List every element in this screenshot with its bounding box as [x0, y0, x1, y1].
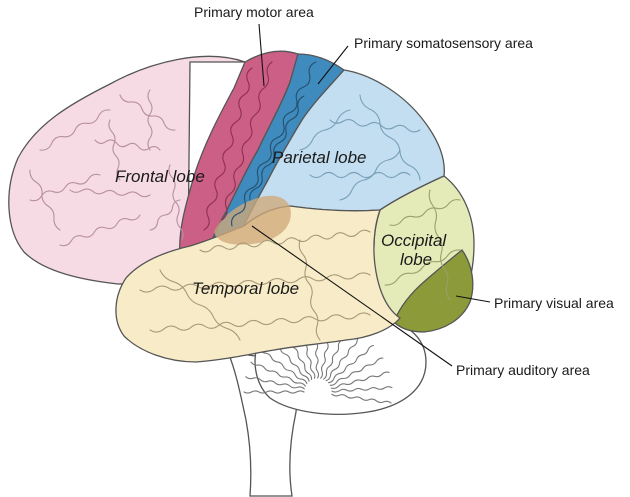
gyrus-line	[199, 229, 371, 253]
primary-visual-area-label: Primary visual area	[494, 295, 614, 311]
gyrus-line	[149, 312, 371, 333]
gyrus-line	[245, 376, 305, 390]
gyrus-line	[69, 188, 151, 198]
visual-area-leader	[455, 295, 491, 303]
gyri-lines	[29, 61, 461, 341]
gyrus-line	[309, 171, 411, 179]
gyrus-line	[389, 199, 461, 226]
gyrus-line	[299, 109, 351, 151]
gyrus-line	[108, 119, 121, 181]
motor-area-leader	[258, 23, 265, 87]
gyrus-line	[59, 214, 141, 247]
gyrus-line	[231, 61, 317, 227]
gyrus-line	[329, 357, 384, 386]
primary-somatosensory-area-label: Primary somatosensory area	[354, 35, 533, 51]
auditory-area-leader	[251, 225, 453, 367]
primary-motor-area-label: Primary motor area	[194, 4, 314, 20]
gyrus-line	[243, 390, 305, 394]
primary-auditory-area-label: Primary auditory area	[456, 362, 590, 378]
gyrus-line	[331, 393, 392, 404]
primary-visual-area-region	[393, 249, 474, 333]
occipital-lobe-label-line2: lobe	[400, 250, 432, 269]
gyrus-line	[249, 95, 305, 201]
gyrus-line	[147, 89, 153, 151]
gyrus-line	[339, 149, 401, 201]
gyrus-line	[327, 344, 375, 384]
gyrus-line	[330, 371, 390, 389]
occipital-lobe-label-line1: Occipital	[381, 231, 447, 250]
somatosensory-area-leader	[317, 45, 349, 85]
primary-auditory-area-region	[214, 195, 291, 245]
gyrus-line	[359, 94, 421, 181]
gyrus-line	[325, 334, 363, 382]
gyrus-line	[258, 348, 308, 384]
temporal-lobe-label: Temporal lobe	[192, 279, 299, 298]
gyrus-line	[139, 272, 371, 293]
gyrus-line	[221, 61, 273, 221]
gyrus-line	[119, 94, 176, 131]
gyrus-line	[428, 189, 451, 301]
gyrus-line	[331, 386, 393, 393]
parietal-lobe-label: Parietal lobe	[272, 148, 367, 167]
gyrus-line	[29, 169, 61, 231]
gyrus-line	[250, 361, 306, 387]
gyrus-line	[168, 164, 184, 241]
gyrus-line	[298, 239, 321, 341]
frontal-lobe-label: Frontal lobe	[115, 167, 205, 186]
gyrus-line	[329, 119, 421, 133]
gyrus-line	[159, 269, 241, 341]
gyrus-line	[384, 249, 461, 286]
gyrus-line	[149, 199, 181, 231]
gyrus-line	[203, 67, 253, 231]
gyrus-line	[39, 109, 111, 151]
